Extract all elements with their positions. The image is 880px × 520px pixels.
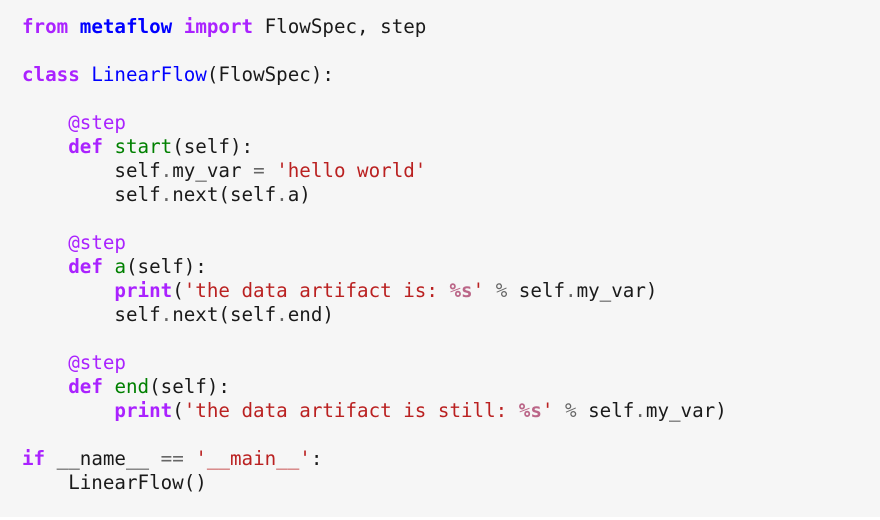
code-token: my_var [172,159,254,182]
code-token [22,135,68,158]
code-token: . [160,159,173,182]
code-token: next(self [172,303,277,326]
code-line [22,87,880,111]
code-line: from metaflow import FlowSpec, step [22,15,880,39]
code-token: @step [68,231,126,254]
code-token: %s [518,399,542,422]
code-token: ( [172,279,184,302]
code-token: . [160,183,173,206]
code-token [22,399,114,422]
code-line: print('the data artifact is still: %s' %… [22,399,880,423]
code-line: def a(self): [22,255,880,279]
code-token [22,111,68,134]
code-token: self [22,183,161,206]
code-token: 'hello world' [276,159,427,182]
code-token: @step [68,351,126,374]
code-token: ( [172,399,184,422]
code-token [22,279,114,302]
code-token: ' [472,279,485,302]
code-token: . [276,183,288,206]
code-line: def start(self): [22,135,880,159]
code-line: self.my_var = 'hello world' [22,159,880,183]
code-token [22,255,68,278]
code-token: . [634,399,646,422]
code-token: ' [541,399,554,422]
code-line: @step [22,231,880,255]
code-line [22,327,880,351]
code-token: %s [449,279,473,302]
code-token: self [576,399,635,422]
python-source-code: from metaflow import FlowSpec, step class… [22,15,880,495]
code-token: : [310,447,323,470]
code-token [103,375,115,398]
code-token: self [507,279,566,302]
code-token [184,447,196,470]
code-token: def [68,135,103,158]
code-token: from [22,15,69,38]
code-line: print('the data artifact is: %s' % self.… [22,279,880,303]
code-token: end) [287,303,334,326]
code-token: end [114,375,150,398]
code-token: = [253,159,265,182]
code-token: '__main__' [195,447,311,470]
code-token: self [22,159,161,182]
code-token: self [22,303,161,326]
code-token: (FlowSpec): [206,63,334,86]
code-token [103,255,115,278]
code-token [172,15,184,38]
code-token: % [495,279,508,302]
code-token [22,375,68,398]
code-line: @step [22,351,880,375]
code-token: def [68,255,103,278]
code-token: (self): [149,375,230,398]
code-token: FlowSpec, step [253,15,427,38]
code-line [22,39,880,63]
code-token: def [68,375,103,398]
code-token: import [183,15,254,38]
code-token [80,63,92,86]
code-token: (self): [126,255,207,278]
code-line [22,423,880,447]
code-token: if [22,447,46,470]
code-line: self.next(self.end) [22,303,880,327]
code-line: @step [22,111,880,135]
code-token: 'the data artifact is still: [183,399,519,422]
code-line: self.next(self.a) [22,183,880,207]
code-token: next(self [172,183,277,206]
code-line: def end(self): [22,375,880,399]
code-line [22,207,880,231]
code-token [22,351,68,374]
code-line: class LinearFlow(FlowSpec): [22,63,880,87]
code-token: @step [68,111,126,134]
code-token [553,399,565,422]
code-token: (self): [172,135,254,158]
code-token: LinearFlow() [22,471,207,494]
code-line: if __name__ == '__main__': [22,447,880,471]
code-line: LinearFlow() [22,471,880,495]
code-token [103,135,115,158]
code-token: print [114,279,173,302]
code-token [68,15,80,38]
code-token [265,159,277,182]
code-token: my_var) [645,399,727,422]
code-token: % [565,399,577,422]
code-token: print [114,399,173,422]
code-token: my_var) [576,279,658,302]
code-token: == [160,447,184,470]
code-token: a) [287,183,311,206]
code-token: 'the data artifact is: [183,279,450,302]
code-token: . [565,279,577,302]
code-token: . [160,303,173,326]
code-token: class [22,63,80,86]
code-token: metaflow [79,15,173,38]
code-token: start [114,135,173,158]
code-token: LinearFlow [91,63,207,86]
code-token: a [114,255,126,278]
bottom-border [0,517,880,520]
code-token [22,231,68,254]
code-token: __name__ [45,447,161,470]
code-token [484,279,496,302]
code-token: . [276,303,288,326]
